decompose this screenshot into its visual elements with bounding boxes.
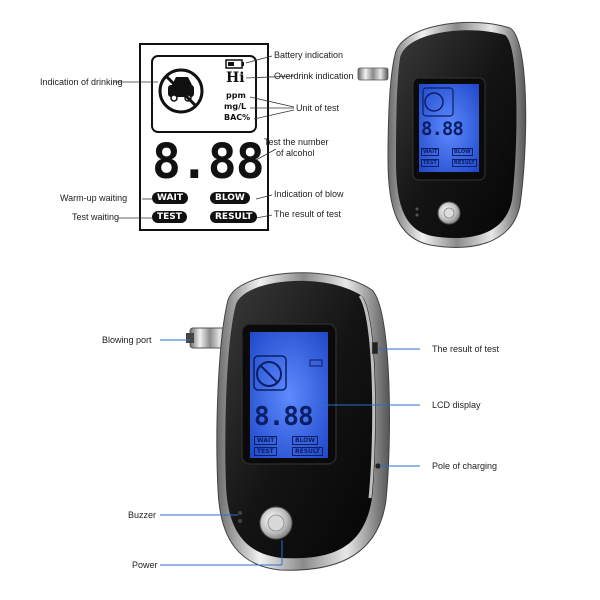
unit-ppm: ppm [226,91,246,100]
small-lcd-digits: 8.88 [421,118,464,140]
small-lcd-screen [419,84,479,172]
callout-unit: Unit of test [296,103,340,113]
lcd-test: TEST [152,211,187,223]
callout-device-result: The result of test [432,344,500,354]
overdrink-hi-text: Hi [226,70,245,86]
small-device [357,22,527,248]
large-lcd-result: RESULT [292,447,323,456]
callout-buzzer: Buzzer [128,510,157,520]
callout-lcd-display: LCD display [432,400,481,410]
unit-mgl: mg/L [224,102,247,111]
callout-overdrink: Overdrink indication [274,71,354,81]
lcd-blow: BLOW [210,192,250,204]
lcd-display-screen [250,332,328,458]
large-lcd-blow: BLOW [292,436,318,445]
callout-lines [114,55,295,219]
buzzer-holes [238,511,242,523]
small-lcd-wait: WAIT [421,148,440,156]
small-lcd-test: TEST [421,159,439,167]
large-lcd-test: TEST [254,447,277,456]
callout-power: Power [132,560,158,570]
callout-blowing-port: Blowing port [102,335,152,345]
callout-warmup: Warm-up waiting [60,193,128,203]
small-lcd-blow: BLOW [452,148,473,156]
lcd-wait: WAIT [152,192,188,204]
no-drink-driving-icon [158,68,204,114]
result-indicator [371,341,379,355]
small-blowing-port [357,67,389,81]
callout-blow: Indication of blow [274,189,344,199]
callout-result: The result of test [274,209,342,219]
unit-bac: BAC% [224,113,251,122]
lcd-result: RESULT [210,211,258,223]
lcd-top-panel [151,55,257,133]
callout-test-waiting: Test waiting [72,212,120,222]
callout-test-number-1: Test the number [264,137,329,147]
device-callout-lines [160,339,420,566]
callout-pole-charging: Pole of charging [432,461,498,471]
battery-icon [225,59,244,69]
callout-test-number-2: of alcohol [276,148,315,158]
lcd-digits: 8.88 [152,134,265,190]
large-lcd-wait: WAIT [254,436,278,445]
small-lcd-result: RESULT [452,159,477,167]
callout-battery: Battery indication [274,50,344,60]
large-lcd-digits: 8.88 [254,402,314,432]
lcd-no-drink-icon [256,361,282,387]
large-device [186,272,390,571]
callout-drinking: Indication of drinking [40,77,123,87]
